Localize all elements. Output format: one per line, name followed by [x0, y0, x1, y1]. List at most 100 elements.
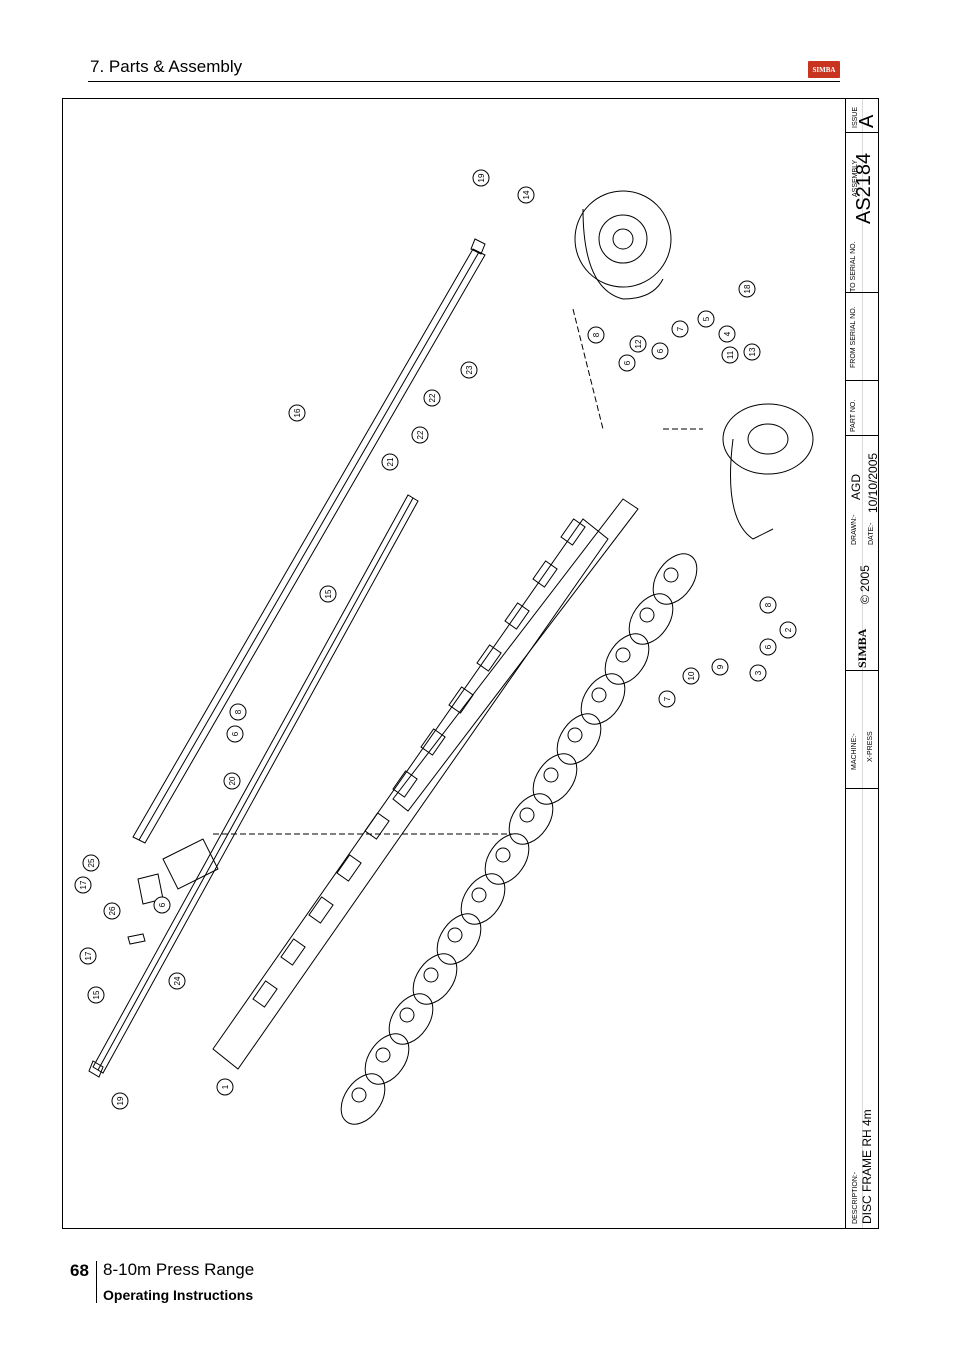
- title-block-rule-7: [862, 99, 863, 1228]
- disc-hub: [519, 807, 535, 823]
- machine-value: X-PRESS: [867, 731, 874, 762]
- machine-label: MACHINE:-: [851, 733, 858, 770]
- title-block-rule-4: [845, 435, 879, 436]
- callout-label: 22: [428, 393, 437, 402]
- callout-8: 8: [759, 596, 777, 614]
- callout-22: 22: [423, 389, 441, 407]
- callout-label: 7: [676, 326, 685, 331]
- callout-6: 6: [226, 725, 244, 743]
- callout-label: 17: [84, 951, 93, 960]
- tine-bracket: [364, 812, 390, 840]
- callout-label: 8: [234, 709, 243, 714]
- description-label: DESCRIPTION:-: [852, 1171, 859, 1224]
- callout-label: 18: [743, 284, 752, 293]
- disc-hub: [639, 607, 655, 623]
- disc-hub: [495, 847, 511, 863]
- disc-hub: [423, 967, 439, 983]
- header-rule: [88, 81, 840, 82]
- tine-bracket: [280, 938, 306, 966]
- callout-label: 19: [116, 1096, 125, 1105]
- callout-label: 14: [522, 190, 531, 199]
- callout-label: 13: [748, 347, 757, 356]
- disc-blade: [436, 913, 482, 965]
- callout-6: 6: [618, 354, 636, 372]
- disc-hub: [663, 567, 679, 583]
- callout-25: 25: [82, 854, 100, 872]
- disc-hub: [543, 767, 559, 783]
- callout-15: 15: [87, 986, 105, 1004]
- callout-16: 16: [288, 404, 306, 422]
- callout-7: 7: [671, 320, 689, 338]
- callout-4: 4: [718, 325, 736, 343]
- callout-26: 26: [103, 902, 121, 920]
- callout-22: 22: [411, 426, 429, 444]
- date-value: 10/10/2005: [866, 452, 880, 513]
- part-no-label: PART NO.: [850, 399, 857, 432]
- callout-label: 6: [231, 731, 240, 736]
- title-block-rule-3: [845, 380, 879, 381]
- callout-1: 1: [216, 1078, 234, 1096]
- callout-label: 1: [221, 1084, 230, 1089]
- to-serial-label: TO SERIAL NO.: [850, 241, 857, 292]
- callout-label: 25: [87, 858, 96, 867]
- disc-hub: [399, 1007, 415, 1023]
- copyright: © 2005: [858, 565, 872, 604]
- callout-8: 8: [587, 326, 605, 344]
- callout-13: 13: [743, 343, 761, 361]
- callout-label: 3: [754, 670, 763, 675]
- issue-value: A: [856, 114, 878, 128]
- tine-bracket: [560, 518, 586, 546]
- callout-14: 14: [517, 186, 535, 204]
- from-serial-label: FROM SERIAL NO.: [850, 306, 857, 368]
- callout-2: 2: [779, 621, 797, 639]
- callout-label: 15: [92, 990, 101, 999]
- disc-blade: [364, 1033, 410, 1085]
- drawn-value: AGD: [849, 473, 863, 500]
- callout-label: 2: [784, 627, 793, 632]
- callout-17: 17: [79, 947, 97, 965]
- callout-3: 3: [749, 664, 767, 682]
- callout-label: 15: [324, 589, 333, 598]
- disc-blade: [604, 633, 650, 685]
- callout-label: 4: [723, 331, 732, 336]
- tine-bracket: [308, 896, 334, 924]
- document-subtitle: Operating Instructions: [103, 1287, 254, 1303]
- callout-8: 8: [229, 703, 247, 721]
- callout-label: 6: [656, 348, 665, 353]
- callout-label: 10: [687, 671, 696, 680]
- callout-11: 11: [721, 346, 739, 364]
- range-title: 8-10m Press Range: [103, 1260, 255, 1279]
- callout-label: 19: [477, 173, 486, 182]
- callout-6: 6: [153, 896, 171, 914]
- callout-label: 7: [663, 696, 672, 701]
- section-title: 7. Parts & Assembly: [90, 57, 243, 76]
- callout-21: 21: [381, 453, 399, 471]
- tine-bracket: [336, 854, 362, 882]
- title-block-divider: [845, 99, 846, 1228]
- callout-6: 6: [651, 342, 669, 360]
- title-block-rule-6: [845, 788, 879, 789]
- disc-hub: [471, 887, 487, 903]
- title-block-rule-1: [845, 132, 879, 133]
- tine-bracket: [420, 728, 446, 756]
- title-block-rule-5: [845, 670, 879, 671]
- disc-hub: [375, 1047, 391, 1063]
- disc-blade: [412, 953, 458, 1005]
- disc-hub: [615, 647, 631, 663]
- disc-hub: [591, 687, 607, 703]
- tine-bracket: [476, 644, 502, 672]
- assembly-number: AS2184: [853, 152, 875, 224]
- callout-label: 12: [634, 339, 643, 348]
- disc-blade: [580, 673, 626, 725]
- disc-blade: [532, 753, 578, 805]
- tine-bracket: [448, 686, 474, 714]
- drawn-label: DRAWN:-: [851, 514, 858, 545]
- disc-blade: [628, 593, 674, 645]
- callout-label: 6: [623, 360, 632, 365]
- drawing-frame: [62, 98, 879, 1229]
- callout-label: 6: [158, 902, 167, 907]
- callout-label: 17: [79, 880, 88, 889]
- disc-hub: [567, 727, 583, 743]
- callout-7: 7: [658, 690, 676, 708]
- callout-6: 6: [759, 638, 777, 656]
